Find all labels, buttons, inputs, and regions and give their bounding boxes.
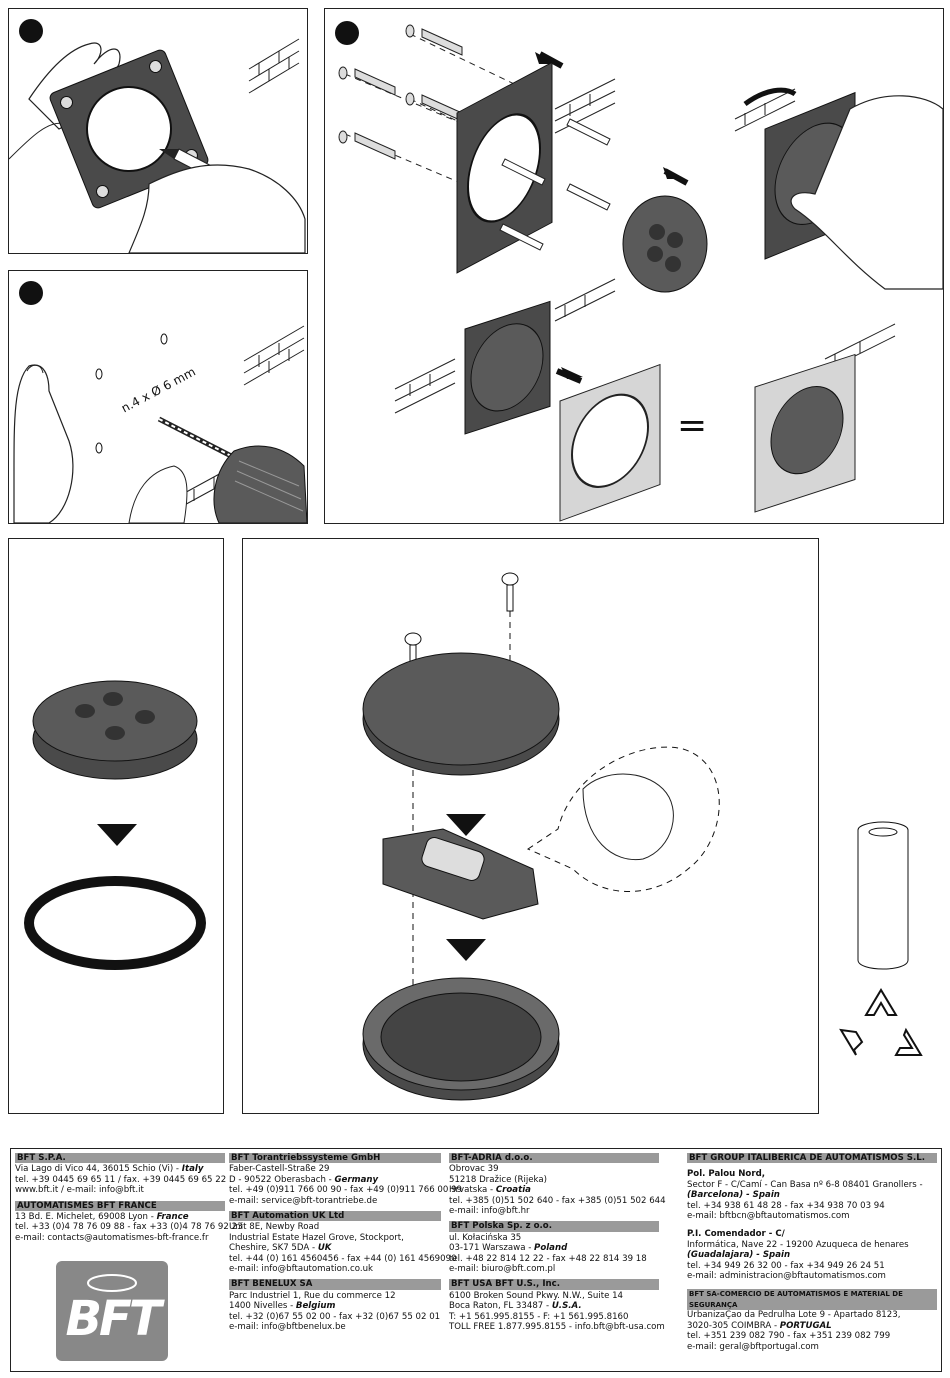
- address-line: Unit 8E, Newby Road: [229, 1222, 320, 1233]
- wall-bricks: [394, 78, 896, 414]
- email-line: www.bft.it / e-mail: info@bft.it: [15, 1185, 144, 1196]
- company-block-bft-germany: BFT Torantriebssysteme GmbH Faber-Castel…: [229, 1153, 463, 1206]
- company-name: BFT-ADRIA d.o.o.: [449, 1153, 659, 1164]
- phone-line: tel. +44 (0) 161 4560456 - fax +44 (0) 1…: [229, 1253, 457, 1264]
- mount-illustration: [338, 24, 943, 522]
- email-line: e-mail: info@bft.hr: [449, 1206, 530, 1217]
- step-drill-panel: n.4 x Ø 6 mm: [8, 270, 308, 524]
- office-title: Pol. Palou Nord,: [687, 1169, 765, 1180]
- address-line: Cheshire, SK7 5DA - UK: [229, 1243, 332, 1254]
- battery-recycle-area: [839, 821, 923, 1056]
- step-marker: [19, 19, 43, 43]
- address-line: (Barcelona) - Spain: [687, 1190, 780, 1201]
- equals-sign: =: [677, 405, 708, 446]
- company-block-bft-portugal: BFT SA-COMERCIO DE AUTOMATISMOS E MATERI…: [687, 1289, 937, 1352]
- address-line: D - 90522 Oberasbach - Germany: [229, 1174, 379, 1185]
- company-name: BFT SA-COMERCIO DE AUTOMATISMOS E MATERI…: [687, 1289, 937, 1311]
- company-name: BFT S.P.A.: [15, 1153, 225, 1164]
- address-line: 51218 Dražice (Rijeka): [449, 1174, 547, 1185]
- address-line: 3020-305 COIMBRA - PORTUGAL: [687, 1320, 832, 1331]
- contacts-column-1: BFT S.P.A. Via Lago di Vico 44, 36015 Sc…: [15, 1153, 243, 1248]
- email-line: e-mail: geral@bftportugal.com: [687, 1341, 819, 1352]
- step-mount-panel: =: [324, 8, 944, 524]
- logo-text: BFT: [65, 1291, 161, 1347]
- battery-illustration: [362, 572, 720, 1101]
- contacts-column-3: BFT-ADRIA d.o.o. Obrovac 39 51218 Dražic…: [449, 1153, 666, 1338]
- company-block-bft-uk: BFT Automation UK Ltd Unit 8E, Newby Roa…: [229, 1211, 457, 1275]
- company-name: BFT Automation UK Ltd: [229, 1211, 441, 1222]
- phone-line: tel. +385 (0)51 502 640 - fax +385 (0)51…: [449, 1195, 666, 1206]
- company-block-bft-adria: BFT-ADRIA d.o.o. Obrovac 39 51218 Dražic…: [449, 1153, 666, 1217]
- address-line: UrbanizaÇao da Pedrulha Lote 9 - Apartad…: [687, 1310, 901, 1321]
- email-line: e-mail: info@bftbenelux.be: [229, 1322, 346, 1333]
- phone-line: T: +1 561.995.8155 - F: +1 561.995.8160: [449, 1311, 629, 1322]
- address-line: Obrovac 39: [449, 1164, 499, 1175]
- gasket-illustration: [24, 680, 206, 970]
- contacts-column-4: BFT GROUP ITALIBERICA DE AUTOMATISMOS S.…: [687, 1153, 937, 1357]
- office-block-granollers: Pol. Palou Nord, Sector F - C/Camí - Can…: [687, 1169, 937, 1221]
- step-mark-panel: [8, 8, 308, 254]
- company-name: BFT GROUP ITALIBERICA DE AUTOMATISMOS S.…: [687, 1153, 937, 1164]
- company-block-bft-france: AUTOMATISMES BFT FRANCE 13 Bd. E. Michel…: [15, 1200, 243, 1244]
- address-line: Via Lago di Vico 44, 36015 Schio (Vi) - …: [15, 1164, 204, 1175]
- office-title: P.I. Comendador - C/: [687, 1229, 785, 1240]
- phone-line: tel. +34 938 61 48 28 - fax +34 938 70 0…: [687, 1200, 885, 1211]
- address-line: Hrvatska - Croatia: [449, 1185, 531, 1196]
- email-line: e-mail: service@bft-torantriebe.de: [229, 1195, 378, 1206]
- company-name: BFT USA BFT U.S., Inc.: [449, 1279, 659, 1290]
- mark-illustration: [9, 38, 306, 253]
- step-battery-panel: [242, 538, 819, 1114]
- address-line: Boca Raton, FL 33487 - U.S.A.: [449, 1301, 582, 1312]
- email-line: e-mail: bftbcn@bftautomatismos.com: [687, 1211, 850, 1222]
- phone-line: tel. +49 (0)911 766 00 90 - fax +49 (0)9…: [229, 1185, 463, 1196]
- address-line: Informática, Nave 22 - 19200 Azuqueca de…: [687, 1239, 909, 1250]
- company-name: BFT Torantriebssysteme GmbH: [229, 1153, 441, 1164]
- address-line: 13 Bd. E. Michelet, 69008 Lyon - France: [15, 1212, 189, 1223]
- recycle-icon: [839, 988, 923, 1056]
- phone-line: tel. +48 22 814 12 22 - fax +48 22 814 3…: [449, 1253, 647, 1264]
- address-line: 03-171 Warszawa - Poland: [449, 1243, 568, 1254]
- address-line: 6100 Broken Sound Pkwy. N.W., Suite 14: [449, 1290, 624, 1301]
- email-line: e-mail: administracion@bftautomatismos.c…: [687, 1271, 886, 1282]
- email-line: e-mail: info@bftautomation.co.uk: [229, 1264, 373, 1275]
- company-block-bft-spa: BFT S.P.A. Via Lago di Vico 44, 36015 Sc…: [15, 1153, 227, 1196]
- drill-illustration: [13, 325, 307, 523]
- address-line: (Guadalajara) - Spain: [687, 1250, 791, 1261]
- company-name: AUTOMATISMES BFT FRANCE: [15, 1200, 225, 1212]
- step-marker: [335, 21, 359, 45]
- email-line: TOLL FREE 1.877.995.8155 - info.bft@bft-…: [449, 1322, 665, 1333]
- company-name: BFT Polska Sp. z o.o.: [449, 1221, 659, 1232]
- address-line: Parc Industriel 1, Rue du commerce 12: [229, 1290, 396, 1301]
- contacts-column-2: BFT Torantriebssysteme GmbH Faber-Castel…: [229, 1153, 463, 1338]
- company-block-bft-polska: BFT Polska Sp. z o.o. ul. Kołacińska 35 …: [449, 1221, 659, 1274]
- address-line: Sector F - C/Camí - Can Basa nº 6-8 0840…: [687, 1179, 923, 1190]
- phone-line: tel. +351 239 082 790 - fax +351 239 082…: [687, 1331, 891, 1342]
- address-line: Faber-Castell-Straße 29: [229, 1164, 330, 1175]
- step-gasket-panel: [8, 538, 224, 1114]
- office-block-azuqueca: P.I. Comendador - C/ Informática, Nave 2…: [687, 1229, 937, 1281]
- company-block-bft-usa: BFT USA BFT U.S., Inc. 6100 Broken Sound…: [449, 1279, 665, 1333]
- phone-line: tel. +39 0445 69 65 11 / fax. +39 0445 6…: [15, 1174, 227, 1185]
- company-name: BFT BENELUX SA: [229, 1279, 441, 1290]
- company-block-bft-benelux: BFT BENELUX SA Parc Industriel 1, Rue du…: [229, 1279, 441, 1332]
- step-marker: [19, 281, 43, 305]
- address-line: 1400 Nivelles - Belgium: [229, 1301, 336, 1312]
- wall-bricks: [178, 325, 305, 509]
- phone-line: tel. +34 949 26 32 00 - fax +34 949 26 2…: [687, 1260, 885, 1271]
- address-line: ul. Kołacińska 35: [449, 1232, 522, 1243]
- email-line: e-mail: contacts@automatismes-bft-france…: [15, 1232, 209, 1243]
- email-line: e-mail: biuro@bft.com.pl: [449, 1264, 556, 1275]
- phone-line: tel. +33 (0)4 78 76 09 88 - fax +33 (0)4…: [15, 1222, 243, 1233]
- phone-line: tel. +32 (0)67 55 02 00 - fax +32 (0)67 …: [229, 1311, 441, 1322]
- bft-logo: BFT: [56, 1261, 168, 1361]
- address-line: Industrial Estate Hazel Grove, Stockport…: [229, 1232, 404, 1243]
- company-contacts-footer: BFT S.P.A. Via Lago di Vico 44, 36015 Sc…: [10, 1148, 942, 1372]
- battery-icon: [857, 821, 909, 970]
